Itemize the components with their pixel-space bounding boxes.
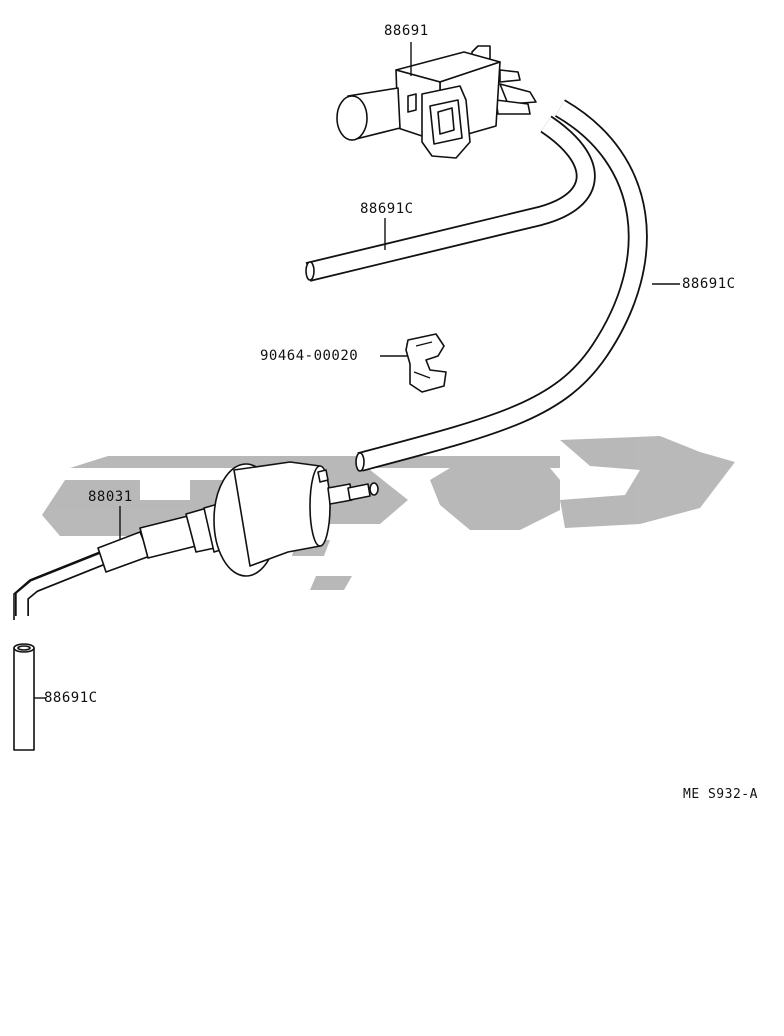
label-hose-long: 88691C bbox=[682, 276, 736, 292]
label-solenoid-valve: 88691 bbox=[384, 23, 429, 39]
hose-upper[interactable] bbox=[305, 115, 596, 282]
hose-lower[interactable] bbox=[13, 643, 35, 751]
label-filter-assembly: 88031 bbox=[88, 489, 133, 505]
label-clamp: 90464-00020 bbox=[260, 348, 359, 364]
solenoid-valve[interactable] bbox=[336, 45, 537, 159]
leader-lines bbox=[34, 42, 680, 699]
hose-long[interactable] bbox=[355, 99, 648, 472]
label-hose-lower: 88691C bbox=[44, 690, 98, 706]
diagram-code: ME S932-A bbox=[683, 787, 758, 802]
filter-assembly[interactable] bbox=[13, 461, 379, 620]
hose-clamp[interactable] bbox=[405, 333, 447, 393]
label-hose-upper: 88691C bbox=[360, 201, 414, 217]
